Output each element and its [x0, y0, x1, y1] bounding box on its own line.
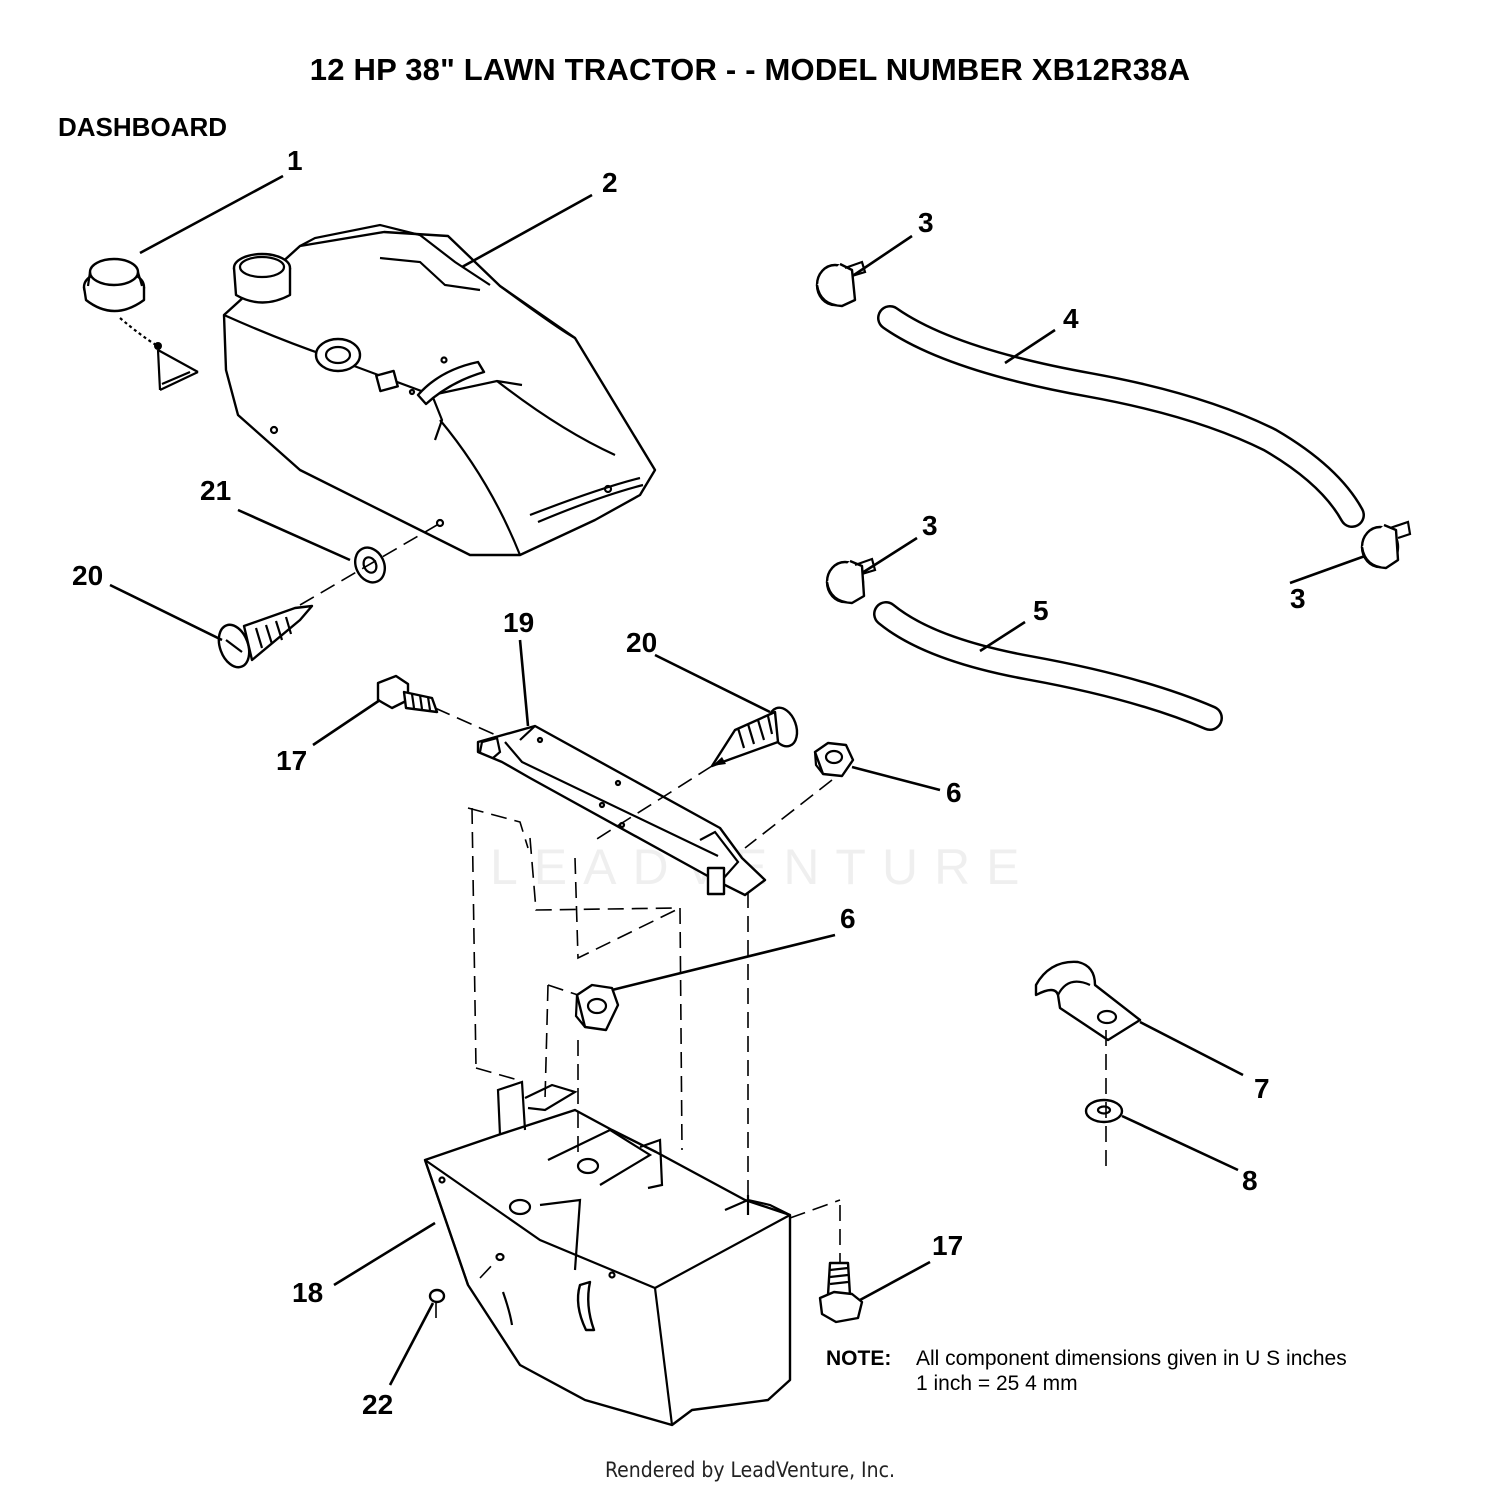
note-line-2: 1 inch = 25 4 mm [916, 1372, 1078, 1395]
callout-17-upper: 17 [276, 745, 307, 776]
callout-1: 1 [287, 145, 303, 176]
callout-numbers: 1 2 3 4 3 3 5 21 20 19 20 17 6 6 7 8 17 … [72, 145, 1306, 1420]
callout-6-lower: 6 [840, 903, 856, 934]
part-7-hose-clip[interactable] [1034, 960, 1142, 1042]
callout-2: 2 [602, 167, 618, 198]
callout-5: 5 [1033, 595, 1049, 626]
part-4-fuel-hose-long[interactable] [877, 305, 1365, 528]
callout-21: 21 [200, 475, 231, 506]
leader-lines [109, 174, 1366, 1386]
part-18-dashboard-panel[interactable] [423, 1080, 792, 1427]
part-5-fuel-hose-short[interactable] [873, 601, 1223, 731]
callout-4: 4 [1063, 303, 1079, 334]
part-19-support-bracket[interactable] [476, 724, 767, 897]
note-line-1: All component dimensions given in U S in… [916, 1347, 1347, 1370]
part-17-bolt-upper[interactable] [376, 674, 439, 714]
part-20-screw-center[interactable] [710, 704, 802, 768]
callout-3-middle: 3 [922, 510, 938, 541]
page-title: 12 HP 38" LAWN TRACTOR - - MODEL NUMBER … [309, 52, 1191, 87]
part-6-hex-nut-upper[interactable] [813, 741, 855, 778]
part-3-hose-clamp-middle[interactable] [825, 557, 877, 605]
callout-22: 22 [362, 1389, 393, 1420]
part-3-hose-clamp-top[interactable] [815, 260, 867, 308]
footer-credit: Rendered by LeadVenture, Inc. [605, 1458, 895, 1482]
callout-17-lower: 17 [932, 1230, 963, 1261]
part-8-washer[interactable] [1084, 1098, 1124, 1124]
callout-20-left: 20 [72, 560, 103, 591]
part-1-fuel-cap[interactable] [82, 257, 199, 391]
part-2-dashboard-housing[interactable] [222, 223, 657, 557]
callout-20-center: 20 [626, 627, 657, 658]
callout-3-right: 3 [1290, 583, 1306, 614]
part-20-screw-left[interactable] [213, 604, 314, 671]
section-heading: DASHBOARD [58, 112, 227, 142]
part-17-bolt-lower[interactable] [818, 1261, 864, 1324]
center-line [299, 524, 438, 606]
callout-18: 18 [292, 1277, 323, 1308]
note-label: NOTE: [826, 1347, 892, 1370]
callout-3-top: 3 [918, 207, 934, 238]
callout-19: 19 [503, 607, 534, 638]
callout-7: 7 [1254, 1073, 1270, 1104]
callout-8: 8 [1242, 1165, 1258, 1196]
part-6-hex-nut-lower[interactable] [574, 983, 620, 1032]
assembly-centerlines [434, 707, 841, 1320]
callout-6-upper: 6 [946, 777, 962, 808]
part-3-hose-clamp-right[interactable] [1360, 520, 1412, 570]
part-22-push-nut[interactable] [428, 1288, 446, 1304]
dimension-note: NOTE: All component dimensions given in U… [826, 1346, 1347, 1396]
